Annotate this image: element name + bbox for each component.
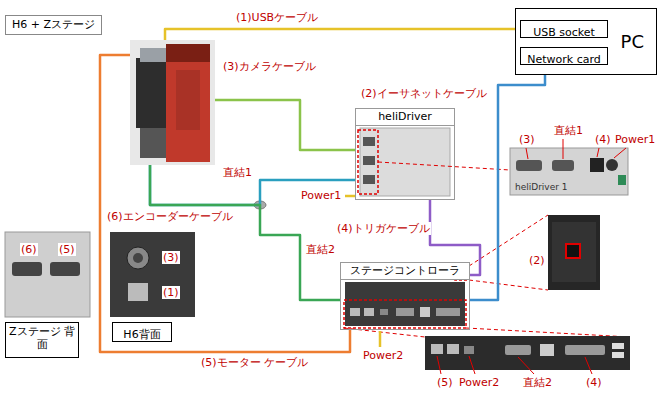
node-text: ステージコントローラ <box>341 263 469 280</box>
cable-label: (3)カメラケーブル <box>222 60 317 73</box>
node-text: H6 + Zステージ <box>5 15 102 35</box>
callout-label: (5) <box>58 243 76 256</box>
callout-label: (3) <box>162 251 180 264</box>
callout-label: (4) <box>585 376 603 389</box>
callout-label: (1) <box>162 286 180 299</box>
cable-line <box>100 55 350 352</box>
heli-driver-1-photo <box>510 139 628 195</box>
controller-box: ステージコントローラ <box>340 262 470 330</box>
callout-label: (6) <box>20 243 38 256</box>
cable-label: (4)トリガケーブル <box>336 222 431 235</box>
controller-side-photo <box>548 215 600 290</box>
node-text: heliDriver <box>356 109 454 126</box>
callout-label: heliDriver 1 <box>514 182 569 193</box>
cable-label: (5)モーター ケーブル <box>200 356 309 369</box>
cable-label: (6)エンコーダーケーブル <box>106 210 234 223</box>
cable-line <box>165 29 520 40</box>
callout-label: 直結2 <box>522 376 553 389</box>
callout-label: (3) <box>518 133 536 146</box>
node-text: H6背面 <box>123 326 160 344</box>
driver-box: heliDriver <box>355 108 455 200</box>
port-box: USB socket <box>520 20 608 38</box>
node-text: Network card <box>527 52 601 68</box>
node-text: Zステージ 背面 <box>6 323 78 353</box>
port-box: Network card <box>520 47 608 65</box>
cable-line <box>150 165 355 205</box>
callout-label: 直結1 <box>222 166 253 179</box>
heli-driver-device <box>358 128 510 196</box>
caption-box: Zステージ 背面 <box>5 322 79 358</box>
cable-label: (1)USBケーブル <box>235 11 319 24</box>
callout-label: 直結2 <box>305 243 336 256</box>
callout-label: Power2 <box>458 376 500 389</box>
cable-label: (2)イーサネットケーブル <box>360 87 488 100</box>
callout-label: Power1 <box>300 189 342 202</box>
callout-label: 直結1 <box>553 124 584 137</box>
callout-label: (5) <box>436 376 454 389</box>
callout-label: Power1 <box>614 133 656 146</box>
device-label-box: H6 + Zステージ <box>130 40 215 165</box>
z-stage-back-photo <box>5 232 90 317</box>
cable-line <box>215 100 355 150</box>
callout-label: (2) <box>528 254 546 267</box>
callout-label: (4) <box>594 133 612 146</box>
h6-stage-photo <box>130 40 215 165</box>
node-text: PC <box>621 31 644 53</box>
pc-box: PC USB socketNetwork card <box>515 8 657 75</box>
node-text: USB socket <box>533 25 595 41</box>
h6-back-photo <box>110 232 195 317</box>
caption-box: H6背面 <box>112 322 172 342</box>
controller-ports-photo <box>425 336 630 374</box>
cable-line <box>150 165 340 300</box>
callout-label: Power2 <box>362 349 404 362</box>
